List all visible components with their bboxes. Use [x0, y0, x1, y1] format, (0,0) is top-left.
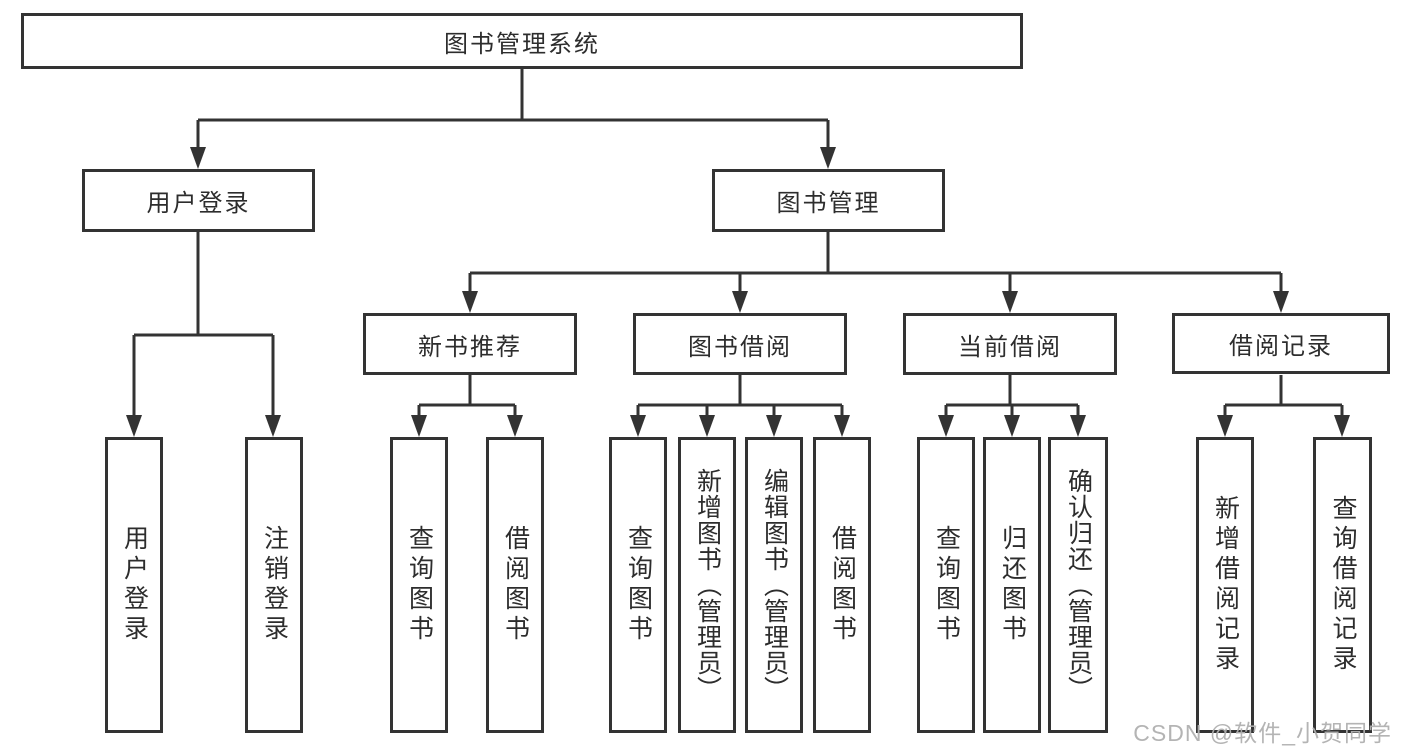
leaf-label: 新增借阅记录	[1211, 495, 1240, 675]
node-borrow-records: 借阅记录	[1172, 313, 1390, 374]
leaf-label: 注销登录	[260, 525, 289, 645]
leaf-add-books-admin: 新增图书（管理员）	[678, 437, 736, 733]
connector-current-borrow-to-leaves	[938, 375, 1086, 437]
leaf-label: 用户登录	[120, 525, 149, 645]
leaf-logout: 注销登录	[245, 437, 303, 733]
node-current-borrow: 当前借阅	[903, 313, 1117, 375]
connector-borrow-records-to-leaves	[1217, 375, 1350, 437]
leaf-label: 查询图书	[932, 525, 961, 645]
leaf-label: 查询图书	[624, 525, 653, 645]
csdn-watermark: CSDN @软件_小贺同学	[1133, 720, 1392, 746]
leaf-label: 借阅图书	[828, 525, 857, 645]
leaf-label: 查询图书	[405, 525, 434, 645]
leaf-add-borrow-record: 新增借阅记录	[1196, 437, 1254, 733]
node-new-book-recommend: 新书推荐	[363, 313, 577, 375]
leaf-query-borrow-record: 查询借阅记录	[1313, 437, 1372, 733]
leaf-query-books-recommend: 查询图书	[390, 437, 448, 733]
leaf-borrow-books: 借阅图书	[813, 437, 871, 733]
leaf-label: 编辑图书（管理员）	[760, 468, 789, 702]
node-book-management: 图书管理	[712, 169, 945, 232]
leaf-query-books-current: 查询图书	[917, 437, 975, 733]
leaf-label: 确认归还（管理员）	[1064, 468, 1093, 702]
connector-book-borrow-to-leaves	[630, 375, 850, 437]
connector-new-book-to-leaves	[411, 375, 523, 437]
leaf-query-books-borrow: 查询图书	[609, 437, 667, 733]
leaf-label: 新增图书（管理员）	[693, 468, 722, 702]
leaf-user-login: 用户登录	[105, 437, 163, 733]
connector-user-login-to-leaves	[126, 232, 281, 437]
leaf-borrow-books-recommend: 借阅图书	[486, 437, 544, 733]
node-book-borrow: 图书借阅	[633, 313, 847, 375]
leaf-confirm-return-admin: 确认归还（管理员）	[1048, 437, 1108, 733]
leaf-label: 归还图书	[998, 525, 1027, 645]
node-root-system: 图书管理系统	[21, 13, 1023, 69]
leaf-label: 借阅图书	[501, 525, 530, 645]
connector-root-to-level2	[190, 69, 836, 169]
node-user-login: 用户登录	[82, 169, 315, 232]
leaf-edit-books-admin: 编辑图书（管理员）	[745, 437, 803, 733]
leaf-return-books: 归还图书	[983, 437, 1041, 733]
leaf-label: 查询借阅记录	[1329, 495, 1357, 675]
connector-book-mgmt-to-level3	[462, 232, 1289, 313]
